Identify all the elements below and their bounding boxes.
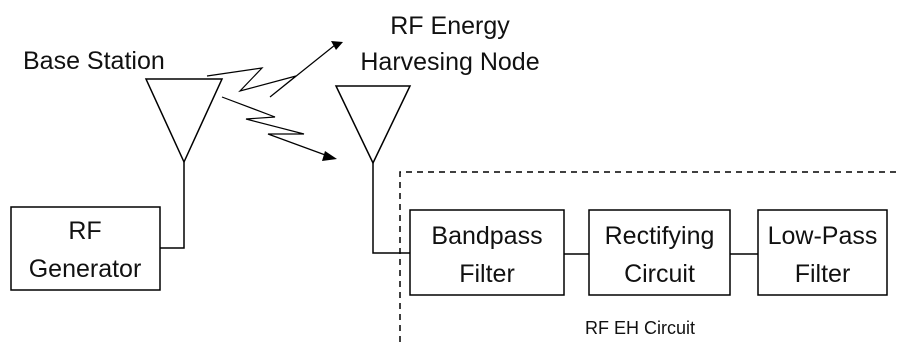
node-label-line1: RF Energy bbox=[390, 12, 510, 40]
eh-circuit-label: RF EH Circuit bbox=[585, 318, 695, 338]
bandpass-label-line1: Bandpass bbox=[431, 222, 542, 250]
node-label-line2: Harvesing Node bbox=[360, 48, 539, 76]
rf-generator-block: RF Generator bbox=[10, 206, 161, 291]
rectifying-circuit-block: Rectifying Circuit bbox=[588, 209, 731, 296]
base-station-antenna bbox=[144, 78, 224, 249]
lowpass-label-line1: Low-Pass bbox=[768, 222, 878, 250]
wireless-signal-lower bbox=[221, 96, 337, 161]
bandpass-label-line2: Filter bbox=[459, 260, 515, 288]
rf-generator-label-line2: Generator bbox=[29, 255, 142, 283]
node-antenna bbox=[334, 85, 412, 254]
lowpass-label-line2: Filter bbox=[795, 260, 851, 288]
eh-circuit-boundary bbox=[399, 171, 900, 342]
rectifying-label-line1: Rectifying bbox=[605, 222, 715, 250]
wireless-signal-upper bbox=[206, 41, 343, 98]
rectifying-label-line2: Circuit bbox=[624, 260, 695, 288]
rf-generator-label-line1: RF bbox=[68, 217, 101, 245]
low-pass-filter-block: Low-Pass Filter bbox=[757, 209, 888, 296]
bandpass-filter-block: Bandpass Filter bbox=[409, 209, 565, 296]
base-station-label: Base Station bbox=[23, 47, 165, 75]
